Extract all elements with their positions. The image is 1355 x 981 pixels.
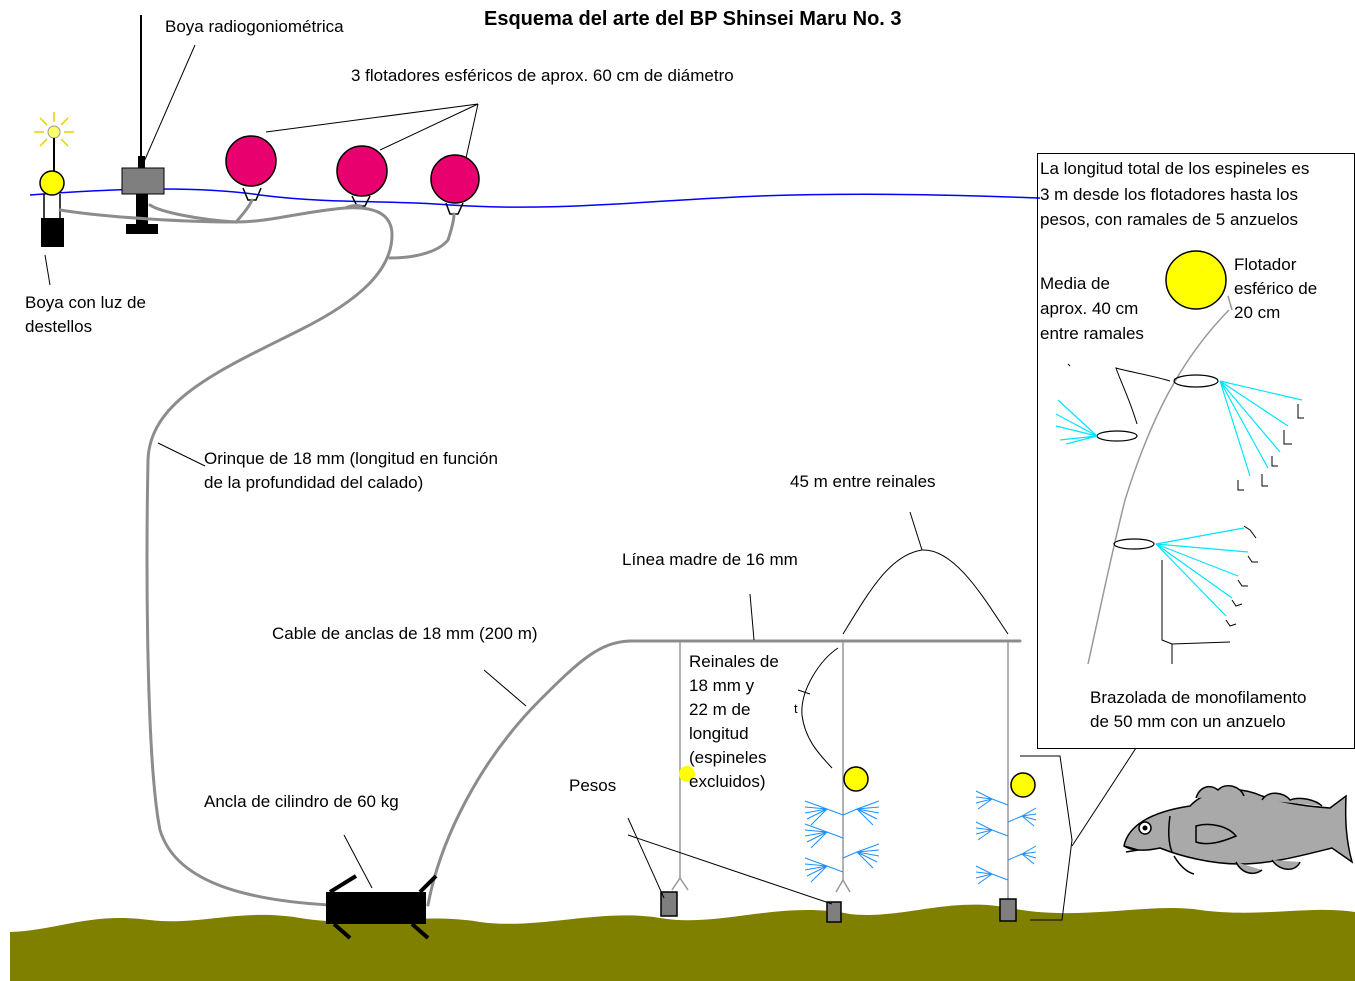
label-buoy-line-2: de la profundidad del calado) — [204, 473, 424, 492]
inset-float — [1165, 250, 1227, 310]
inset-text-3: pesos, con ramales de 5 anzuelos — [1040, 210, 1298, 229]
label-snood-2: de 50 mm con un anzuelo — [1090, 712, 1286, 731]
stray-mark: t — [794, 701, 798, 716]
float-large-3 — [430, 154, 480, 215]
inset-drawing — [1055, 295, 1304, 665]
label-radio-buoy: Boya radiogoniométrica — [165, 17, 344, 36]
buoy-line-leader — [157, 442, 206, 467]
page-title: Esquema del arte del BP Shinsei Maru No.… — [484, 8, 902, 30]
small-floats — [679, 766, 1036, 798]
label-light-buoy-1: Boya con luz de — [25, 293, 146, 312]
label-small-float-2: esférico de — [1234, 279, 1318, 298]
label-branchlines-6: excluidos) — [689, 772, 766, 791]
label-weights: Pesos — [569, 776, 617, 795]
label-branch-spacing: 45 m entre reinales — [790, 472, 936, 491]
label-small-float-1: Flotador — [1234, 255, 1297, 274]
label-spacing-1: Media de — [1040, 274, 1110, 293]
label-branchlines-5: (espineles — [689, 748, 767, 767]
label-anchor: Ancla de cilindro de 60 kg — [204, 792, 399, 811]
spacing-arc — [842, 511, 1009, 635]
seabed — [10, 904, 1355, 981]
label-branchlines-4: longitud — [689, 724, 749, 743]
snood-bundles-small — [804, 790, 1037, 885]
branchline-bracket — [801, 647, 839, 769]
label-buoy-line-1: Orinque de 18 mm (longitud en función — [204, 449, 498, 468]
float-large-2 — [336, 145, 388, 207]
light-buoy — [34, 112, 74, 286]
inset-text-1: La longitud total de los espineles es — [1040, 159, 1310, 178]
anchor — [326, 834, 438, 940]
anchor-cable-leader — [483, 669, 527, 707]
label-branchlines-3: 22 m de — [689, 700, 751, 719]
branch-lines — [671, 642, 1009, 900]
label-floats: 3 flotadores esféricos de aprox. 60 cm d… — [351, 66, 734, 85]
float-large-1 — [225, 135, 277, 201]
label-branchlines-1: Reinales de — [689, 652, 779, 671]
label-anchor-cable: Cable de anclas de 18 mm (200 m) — [272, 624, 538, 643]
label-small-float-3: 20 cm — [1234, 303, 1281, 322]
floats-leaders — [265, 103, 479, 159]
inset-box — [1037, 153, 1355, 749]
zoom-bracket — [1020, 747, 1137, 921]
label-snood-1: Brazolada de monofilamento — [1090, 688, 1307, 707]
fish-icon — [1123, 785, 1354, 875]
ropes — [58, 198, 1022, 907]
radio-buoy — [121, 15, 196, 234]
inset-text-2: 3 m desde los flotadores hasta los — [1040, 185, 1298, 204]
label-spacing-3: entre ramales — [1040, 324, 1144, 343]
sea-surface — [29, 188, 1041, 208]
label-branchlines-2: 18 mm y — [689, 676, 755, 695]
label-spacing-2: aprox. 40 cm — [1040, 299, 1139, 318]
label-light-buoy-2: destellos — [25, 317, 93, 336]
main-line-leader — [749, 593, 755, 641]
weights — [627, 817, 1017, 923]
label-main-line: Línea madre de 16 mm — [622, 550, 798, 569]
